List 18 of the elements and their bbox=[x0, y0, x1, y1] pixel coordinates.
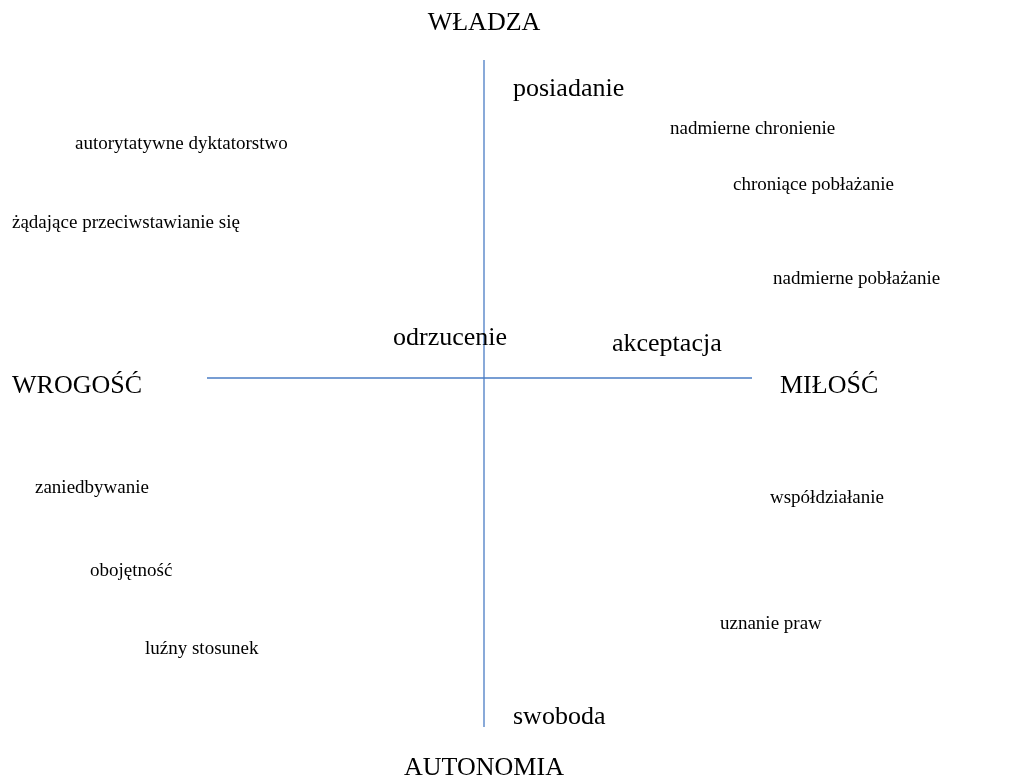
attitude-label: zaniedbywanie bbox=[35, 476, 149, 498]
attitude-label: współdziałanie bbox=[770, 486, 884, 508]
attitude-label: chroniące pobłażanie bbox=[733, 173, 894, 195]
attitude-label: nadmierne pobłażanie bbox=[773, 267, 941, 289]
attitude-label: luźny stosunek bbox=[145, 637, 259, 659]
attitude-label: nadmierne chronienie bbox=[670, 117, 836, 139]
attitude-label: autorytatywne dyktatorstwo bbox=[75, 132, 288, 154]
quadrant-label: akceptacja bbox=[612, 328, 722, 358]
attitude-label: obojętność bbox=[90, 559, 173, 581]
quadrant-label: odrzucenie bbox=[393, 322, 508, 352]
attitude-label: żądające przeciwstawianie się bbox=[12, 211, 240, 233]
quadrant-label: posiadanie bbox=[513, 73, 625, 103]
axis-pole-label: MIŁOŚĆ bbox=[780, 370, 879, 400]
axis-pole-label: AUTONOMIA bbox=[404, 752, 564, 782]
axis-pole-label: WŁADZA bbox=[427, 7, 541, 37]
axis-pole-label: WROGOŚĆ bbox=[12, 370, 142, 400]
attitude-label: uznanie praw bbox=[720, 612, 822, 634]
quadrant-label: swoboda bbox=[513, 701, 606, 731]
